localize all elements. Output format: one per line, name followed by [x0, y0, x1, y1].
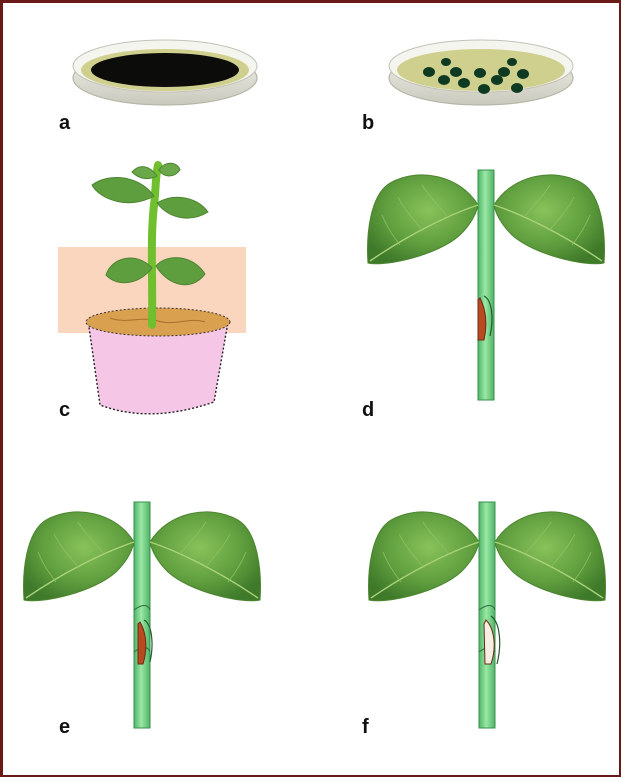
panel-c-potted-seedling	[58, 163, 246, 414]
panel-label-d: d	[362, 399, 374, 422]
panel-label-f: f	[362, 716, 369, 739]
panel-e-inoculated-stem	[24, 502, 261, 728]
panel-label-b: b	[362, 112, 374, 135]
panel-d-wounded-stem	[368, 170, 605, 400]
panel-label-a: a	[59, 112, 70, 135]
panel-f-sealed-stem	[369, 502, 606, 728]
panel-label-e: e	[59, 716, 70, 739]
bacterial-lawn	[91, 53, 239, 87]
panel-b-petri-dish	[389, 40, 573, 105]
panel-label-c: c	[59, 399, 70, 422]
panel-a-petri-dish	[73, 40, 257, 105]
